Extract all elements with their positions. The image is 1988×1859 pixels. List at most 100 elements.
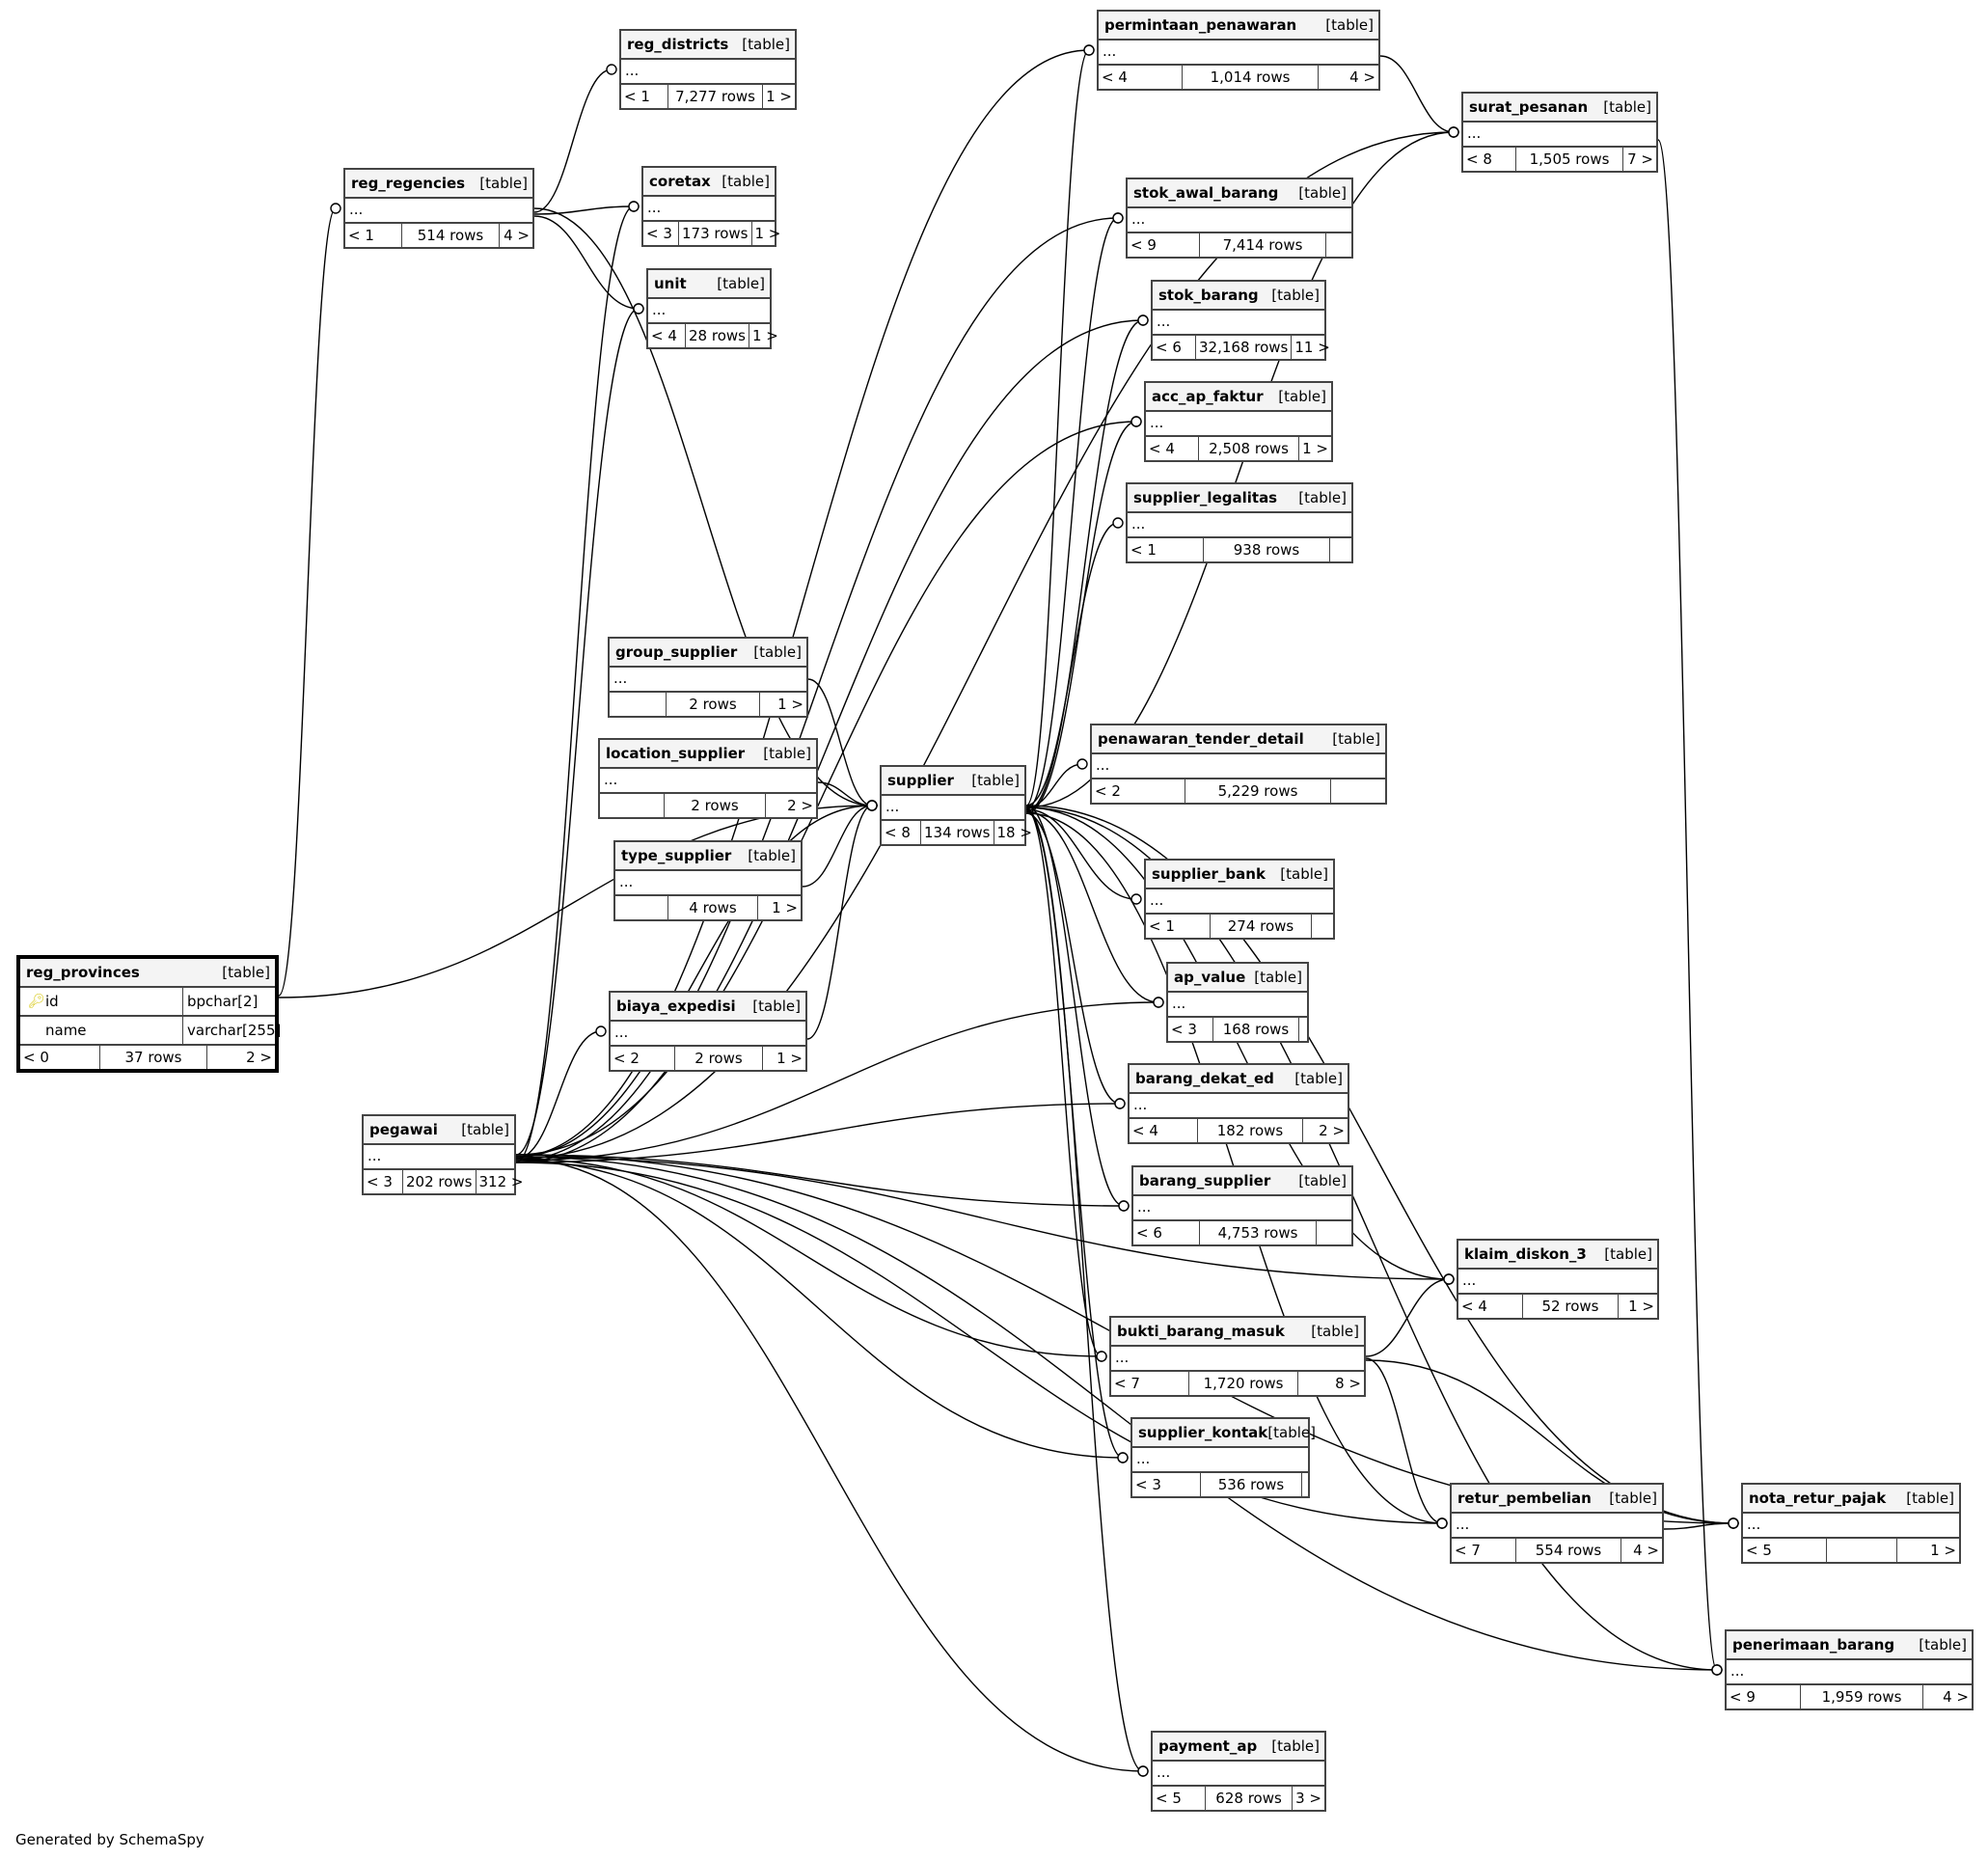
table-name[interactable]: retur_pembelian	[1457, 1490, 1592, 1507]
column-row-id[interactable]: 🔑︎id bpchar[2]	[20, 988, 275, 1017]
children-link[interactable]: 1 >	[751, 327, 778, 344]
parents-link[interactable]: < 5	[1743, 1539, 1827, 1562]
children-link[interactable]	[1331, 779, 1385, 803]
table-name[interactable]: payment_ap	[1158, 1737, 1258, 1755]
table-name[interactable]: pegawai	[369, 1121, 438, 1138]
children-link[interactable]: 1 >	[1302, 440, 1328, 457]
parents-link[interactable]: < 1	[621, 85, 668, 108]
children-link[interactable]: 1 >	[772, 899, 798, 916]
table-name[interactable]: barang_dekat_ed	[1135, 1070, 1274, 1087]
parents-link[interactable]: < 8	[1463, 148, 1516, 171]
parents-link[interactable]	[600, 794, 665, 817]
children-link[interactable]	[1299, 1018, 1307, 1041]
table-name[interactable]: reg_regencies	[351, 175, 466, 192]
children-link[interactable]: 2 >	[1319, 1122, 1345, 1139]
column-row-name[interactable]: name varchar[255]	[20, 1017, 281, 1046]
parents-link[interactable]: < 3	[1132, 1473, 1201, 1496]
table-name[interactable]: biaya_expedisi	[616, 998, 736, 1015]
parents-link[interactable]: < 7	[1452, 1539, 1516, 1562]
children-link[interactable]: 2 >	[787, 797, 813, 814]
table-name[interactable]: stok_barang	[1158, 287, 1259, 304]
parents-link[interactable]: < 4	[1458, 1295, 1523, 1318]
columns-ellipsis[interactable]: ...	[364, 1145, 514, 1170]
columns-ellipsis[interactable]: ...	[1452, 1514, 1662, 1539]
columns-ellipsis[interactable]: ...	[1133, 1196, 1351, 1221]
columns-ellipsis[interactable]: ...	[345, 199, 532, 224]
children-link[interactable]	[1317, 1221, 1351, 1244]
parents-link[interactable]: < 3	[1168, 1018, 1213, 1041]
children-link[interactable]	[1312, 915, 1333, 938]
parents-link[interactable]: < 3	[643, 222, 679, 245]
parents-link[interactable]: < 1	[1146, 915, 1211, 938]
children-link[interactable]: 7 >	[1627, 150, 1653, 168]
table-name[interactable]: permintaan_penawaran	[1104, 16, 1297, 34]
columns-ellipsis[interactable]: ...	[648, 299, 770, 324]
children-link[interactable]: 1 >	[754, 225, 781, 242]
columns-ellipsis[interactable]: ...	[1111, 1347, 1364, 1372]
children-link[interactable]: 1 >	[1628, 1298, 1654, 1315]
columns-ellipsis[interactable]: ...	[1727, 1660, 1972, 1685]
table-name[interactable]: stok_awal_barang	[1133, 184, 1279, 202]
columns-ellipsis[interactable]: ...	[621, 60, 795, 85]
parents-link[interactable]: < 5	[1153, 1787, 1206, 1810]
parents-link[interactable]: < 7	[1111, 1372, 1189, 1395]
children-link[interactable]: 3 >	[1295, 1790, 1321, 1807]
table-name[interactable]: group_supplier	[615, 643, 738, 661]
table-name[interactable]: ap_value	[1174, 969, 1246, 986]
parents-link[interactable]	[610, 693, 667, 716]
columns-ellipsis[interactable]: ...	[610, 668, 806, 693]
columns-ellipsis[interactable]: ...	[1153, 1762, 1324, 1787]
columns-ellipsis[interactable]: ...	[1743, 1514, 1959, 1539]
columns-ellipsis[interactable]: ...	[600, 769, 816, 794]
columns-ellipsis[interactable]: ...	[1099, 41, 1378, 66]
table-name[interactable]: penerimaan_barang	[1732, 1636, 1895, 1654]
columns-ellipsis[interactable]: ...	[1463, 123, 1656, 148]
columns-ellipsis[interactable]: ...	[882, 796, 1024, 821]
parents-link[interactable]: < 6	[1153, 336, 1196, 359]
columns-ellipsis[interactable]: ...	[1168, 993, 1307, 1018]
columns-ellipsis[interactable]: ...	[643, 197, 775, 222]
columns-ellipsis[interactable]: ...	[1130, 1094, 1348, 1119]
table-name[interactable]: supplier_legalitas	[1133, 489, 1278, 506]
table-name[interactable]: supplier_bank	[1152, 865, 1266, 883]
parents-link[interactable]: < 1	[1128, 538, 1204, 561]
table-name[interactable]: penawaran_tender_detail	[1098, 730, 1304, 748]
table-name[interactable]: reg_provinces	[26, 964, 140, 981]
parents-link[interactable]: < 2	[611, 1047, 675, 1070]
children-link[interactable]: 11 >	[1294, 339, 1330, 356]
children-link[interactable]	[1326, 233, 1351, 257]
children-link[interactable]: 8 >	[1335, 1375, 1361, 1392]
parents-link[interactable]: < 4	[648, 324, 686, 347]
parents-link[interactable]: < 9	[1727, 1685, 1801, 1709]
parents-link[interactable]: < 4	[1146, 437, 1199, 460]
columns-ellipsis[interactable]: ...	[1458, 1270, 1657, 1295]
parents-link[interactable]: < 6	[1133, 1221, 1200, 1244]
parents-link[interactable]: < 1	[345, 224, 402, 247]
children-link[interactable]: 1 >	[1930, 1542, 1956, 1559]
parents-link[interactable]: < 4	[1130, 1119, 1198, 1142]
table-name[interactable]: supplier	[887, 772, 954, 789]
table-name[interactable]: type_supplier	[621, 847, 732, 864]
